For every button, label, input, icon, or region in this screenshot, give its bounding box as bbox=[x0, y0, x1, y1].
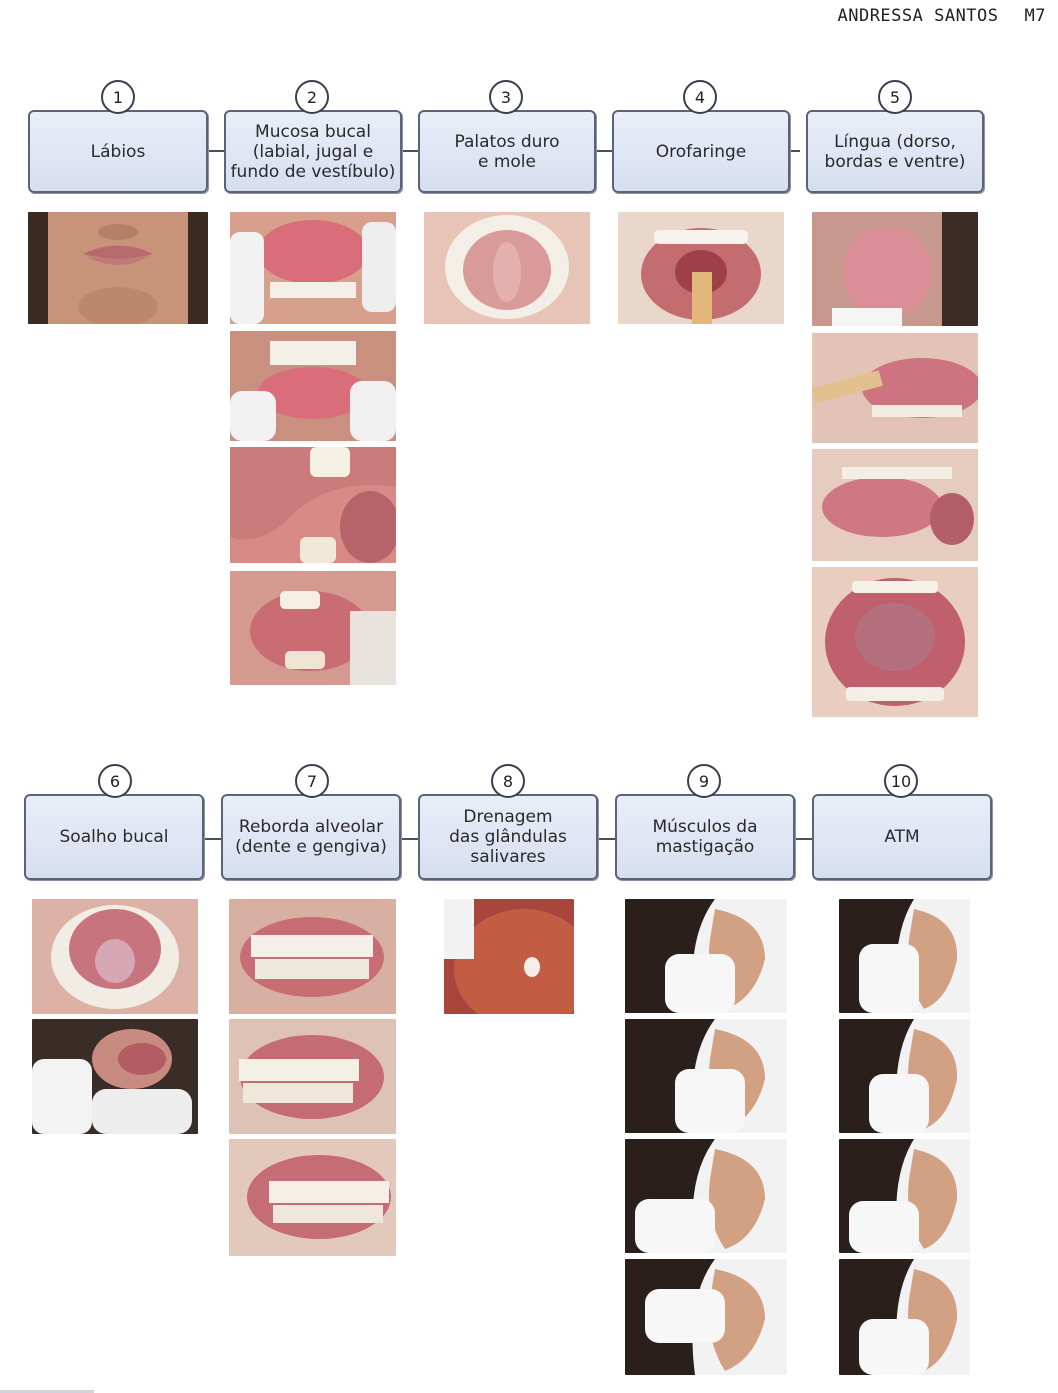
page-header: ANDRESSA SANTOS M7 bbox=[837, 6, 1046, 26]
temporal-palpation-photo-1 bbox=[625, 1139, 787, 1253]
step-box-6: Soalho bucal bbox=[24, 794, 204, 880]
palate-photo bbox=[424, 212, 590, 324]
masseter-palpation-photo-1 bbox=[625, 899, 787, 1013]
temporal-palpation-photo-2 bbox=[625, 1259, 787, 1375]
tmj-palpation-photo-4 bbox=[839, 1259, 970, 1375]
step-box-8: Drenagem das glândulas salivares bbox=[418, 794, 598, 880]
step-box-2: Mucosa bucal (labial, jugal e fundo de v… bbox=[224, 110, 402, 193]
step-number-1: 1 bbox=[101, 80, 135, 114]
step-box-7: Reborda alveolar (dente e gengiva) bbox=[221, 794, 401, 880]
tmj-palpation-photo-3 bbox=[839, 1139, 970, 1253]
step-number-8: 8 bbox=[491, 764, 525, 798]
floor-palpation-photo bbox=[32, 1019, 198, 1134]
tmj-palpation-photo-2 bbox=[839, 1019, 970, 1133]
step-number-7: 7 bbox=[295, 764, 329, 798]
author-name: ANDRESSA SANTOS bbox=[837, 6, 998, 26]
mucosa-vestibule-photo bbox=[230, 571, 396, 685]
tongue-border-left-photo bbox=[812, 333, 978, 443]
tongue-dorsum-photo bbox=[812, 212, 978, 326]
step-box-4: Orofaringe bbox=[612, 110, 790, 193]
masseter-palpation-photo-2 bbox=[625, 1019, 787, 1133]
step-box-5: Língua (dorso, bordas e ventre) bbox=[806, 110, 984, 193]
page-code: M7 bbox=[1025, 6, 1046, 26]
step-box-9: Músculos da mastigação bbox=[615, 794, 795, 880]
step-number-4: 4 bbox=[683, 80, 717, 114]
alveolar-frontal-photo bbox=[229, 899, 396, 1014]
step-box-3: Palatos duro e mole bbox=[418, 110, 596, 193]
salivary-drainage-photo bbox=[444, 899, 574, 1014]
alveolar-left-photo bbox=[229, 1139, 396, 1256]
alveolar-right-photo bbox=[229, 1019, 396, 1134]
step-number-10: 10 bbox=[884, 764, 918, 798]
tmj-palpation-photo-1 bbox=[839, 899, 970, 1013]
tongue-border-right-photo bbox=[812, 449, 978, 561]
mucosa-jugal-photo bbox=[230, 447, 396, 563]
step-number-5: 5 bbox=[878, 80, 912, 114]
step-number-6: 6 bbox=[98, 764, 132, 798]
step-box-1: Lábios bbox=[28, 110, 208, 193]
step-number-2: 2 bbox=[295, 80, 329, 114]
lips-photo bbox=[28, 212, 208, 324]
step-number-3: 3 bbox=[489, 80, 523, 114]
step-number-9: 9 bbox=[687, 764, 721, 798]
floor-mouth-photo bbox=[32, 899, 198, 1014]
step-box-10: ATM bbox=[812, 794, 992, 880]
oropharynx-photo bbox=[618, 212, 784, 324]
mucosa-labial-lower-photo bbox=[230, 331, 396, 441]
tongue-ventral-photo bbox=[812, 567, 978, 717]
mucosa-labial-upper-photo bbox=[230, 212, 396, 324]
